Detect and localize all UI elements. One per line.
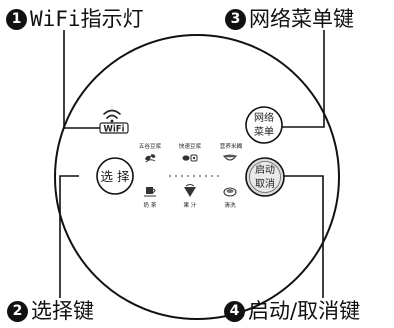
mode-indicator-dots <box>169 175 219 177</box>
juice-icon <box>184 184 196 197</box>
wifi-indicator: WiFi <box>99 109 129 135</box>
select-button[interactable]: 选 择 <box>96 157 134 195</box>
callout-number-2: 2 <box>7 300 28 322</box>
wifi-icon <box>103 109 121 119</box>
callout-label-start-cancel-key: 启动/取消键 <box>248 299 361 323</box>
callout-wifi-indicator: 1 WiFi指示灯 <box>6 7 144 31</box>
network-button-line1: 网络 <box>254 111 274 124</box>
mode-label-milk-tea: 奶 茶 <box>144 201 157 209</box>
grain-soymilk-icon <box>145 154 156 163</box>
callout-network-menu-key: 3 网络菜单键 <box>225 7 354 31</box>
start-button-line2: 取消 <box>255 177 275 190</box>
clean-icon <box>223 187 237 197</box>
mode-label-grain-soymilk: 五谷豆浆 <box>139 142 162 150</box>
callout-select-key: 2 选择键 <box>7 299 94 323</box>
callout-label-select-key: 选择键 <box>31 299 94 323</box>
mode-label-quick-soymilk: 快速豆浆 <box>179 142 202 150</box>
callout-number-3: 3 <box>225 8 246 30</box>
leader-line-select <box>59 175 79 298</box>
wifi-badge-label: WiFi <box>103 125 124 135</box>
quick-soymilk-icon <box>182 154 198 162</box>
select-button-label: 选 择 <box>101 169 130 184</box>
mode-label-rice-paste: 营养米糊 <box>220 142 243 150</box>
leader-lines <box>59 30 325 298</box>
callout-label-network-menu-key: 网络菜单键 <box>249 7 354 31</box>
mode-label-juice: 果 汁 <box>184 201 197 209</box>
leader-line-network-menu <box>282 30 325 128</box>
wifi-badge <box>99 122 129 134</box>
callout-label-wifi-indicator: WiFi指示灯 <box>30 7 144 31</box>
leader-line-wifi <box>63 30 100 129</box>
milk-tea-icon <box>144 187 156 197</box>
network-button-line2: 菜单 <box>254 126 274 138</box>
mode-label-clean: 清洗 <box>224 201 236 209</box>
rice-paste-icon <box>222 154 238 161</box>
leader-line-start-cancel <box>284 175 324 298</box>
callout-number-4: 4 <box>224 300 245 322</box>
panel-outline <box>54 34 340 320</box>
start-cancel-button[interactable]: 启动 取消 <box>245 157 285 197</box>
callout-start-cancel-key: 4 启动/取消键 <box>224 299 360 323</box>
start-button-line1: 启动 <box>255 163 275 176</box>
network-menu-button[interactable]: 网络 菜单 <box>245 106 283 144</box>
callout-number-1: 1 <box>6 8 27 30</box>
